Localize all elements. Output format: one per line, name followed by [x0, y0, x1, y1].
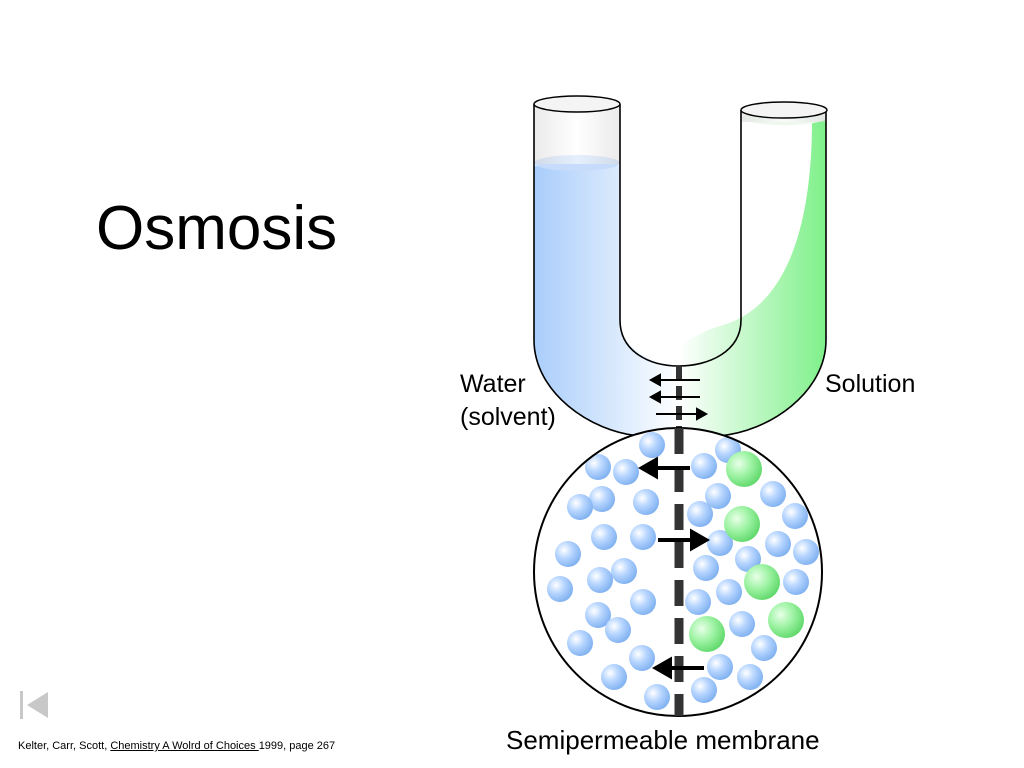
- water-label: Water (solvent): [460, 368, 556, 433]
- citation: Kelter, Carr, Scott, Chemistry A Wolrd o…: [18, 740, 335, 752]
- circle-arrows: [637, 456, 711, 680]
- citation-rest: 1999, page 267: [258, 740, 336, 752]
- membrane-label: Semipermeable membrane: [506, 725, 820, 755]
- water-label-line2: (solvent): [460, 402, 556, 431]
- water-label-line1: Water: [460, 370, 526, 398]
- molecules: [547, 432, 819, 710]
- tube-arrows: [648, 373, 709, 421]
- slide-title: Osmosis: [96, 194, 338, 263]
- right-tube-rim: [740, 101, 828, 119]
- solution-label: Solution: [825, 370, 916, 398]
- left-tube-glass: [534, 104, 620, 164]
- citation-book-link[interactable]: Chemistry A Wolrd of Choices: [110, 740, 259, 752]
- citation-authors: Kelter, Carr, Scott,: [18, 740, 111, 752]
- left-tube-rim: [533, 95, 621, 113]
- solution-liquid: [679, 120, 826, 436]
- first-slide-icon[interactable]: [18, 688, 52, 722]
- water-liquid: [534, 166, 679, 436]
